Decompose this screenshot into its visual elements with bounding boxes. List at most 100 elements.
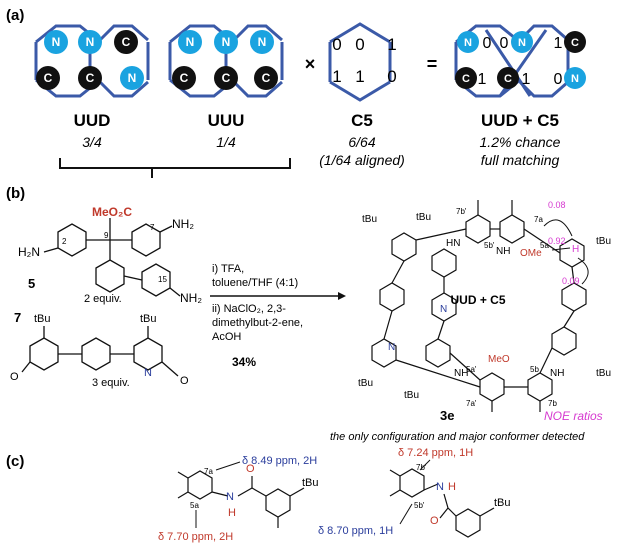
uuu-atom-c2: C [222,71,231,85]
left-fragment-n: N [226,491,234,503]
uuu-atom-n1: N [186,35,195,49]
noe-arrows [543,219,589,285]
reaction-arrowhead [338,292,346,300]
right-bottom-shift: δ 8.70 ppm, 1H [318,525,393,537]
product-tbu-4: tBu [358,378,373,389]
product-tbu-2: tBu [362,214,377,225]
right-fragment-5b-prime: 5b' [414,501,425,510]
grouping-bracket [59,158,291,178]
result-full-matching: full matching [481,152,560,168]
uud-atom-c1: C [122,35,131,49]
c5-fraction: 6/64 [348,134,375,150]
result-name: UUD + C5 [481,111,559,130]
proton-label-5b: 5b [530,365,539,374]
amine-7: NH₂ [172,217,194,231]
compound-7-number: 7 [14,310,21,325]
compound-7-aldehyde-right: O [180,375,189,387]
right-top-pointer [419,459,431,471]
c5-top-digit-2: 0 [355,35,364,54]
result-bottom-digit-3: 0 [554,71,563,88]
uuu-atom-n3: N [258,35,267,49]
product-nh-top: NH [496,246,510,257]
c5-bottom-digit-3: 0 [387,67,396,86]
compound-7-pyridine-n: N [144,367,152,379]
product-tbu-1: tBu [416,212,431,223]
left-top-shift: δ 8.49 ppm, 2H [242,455,317,467]
product-tbu-6: tBu [596,368,611,379]
product-3e-structure [371,200,587,412]
left-fragment-7a: 7a [204,467,213,476]
result-top-digit-1: 0 [483,35,492,52]
uud-atoms [36,30,144,90]
result-atoms [455,31,586,89]
uud-fraction: 3/4 [82,134,102,150]
product-pyridine-n-2: N [388,342,395,353]
product-h-noe: H [572,244,579,255]
noe-ratio-1: 0.08 [548,200,566,210]
reaction-yield: 34% [232,355,256,369]
c5-bottom-digit-1: 1 [332,67,341,86]
uuu-atom-c1: C [180,71,189,85]
fragment-right-structure [389,468,495,538]
times-sign: × [305,54,316,74]
result-top-digit-3: 1 [554,35,563,52]
product-nh-left: NH [454,368,468,379]
proton-label-7a: 7a [534,215,543,224]
result-atom-c2: C [462,73,470,85]
fragment-left-structure [177,470,305,528]
result-atom-n1: N [464,37,472,49]
result-top-digit-2: 0 [500,35,509,52]
right-fragment-h: H [448,481,456,493]
uud-name: UUD [74,111,111,130]
right-top-shift: δ 7.24 ppm, 1H [398,447,473,459]
compound-7-structure [21,326,179,377]
c5-top-digit-1: 0 [332,35,341,54]
position-7: 7 [150,223,155,232]
proton-label-5a: 5a [540,241,549,250]
result-atom-c3: C [504,73,512,85]
result-atom-n3: N [571,73,579,85]
panel-b-caption: the only configuration and major conform… [330,431,585,443]
position-15: 15 [158,275,167,284]
uuu-atom-c3: C [262,71,271,85]
right-fragment-tbu: tBu [494,497,511,509]
uud-atom-c3: C [86,71,95,85]
result-bottom-digit-1: 1 [478,71,487,88]
noe-ratio-3: 0.09 [562,276,580,286]
equals-sign: = [427,54,438,74]
result-bottom-digit-2: 1 [522,71,531,88]
position-9: 9 [104,231,109,240]
noe-ratio-2: 0.92 [548,236,566,246]
panel-c-label: (c) [6,453,24,470]
result-atom-c1: C [571,37,579,49]
uuu-fraction: 1/4 [216,134,236,150]
product-meo: MeO [488,354,510,365]
condition-step1: i) TFA, [212,263,244,275]
condition-step2c: AcOH [212,331,241,343]
left-bottom-shift: δ 7.70 ppm, 2H [158,531,233,543]
proton-label-7a-prime: 7a' [466,399,477,408]
uud-atom-c2: C [44,71,53,85]
c5-aligned: (1/64 aligned) [319,152,405,168]
compound-5-equiv: 2 equiv. [84,293,122,305]
condition-step2b: dimethylbut-2-ene, [212,317,303,329]
condition-step1b: toluene/THF (4:1) [212,277,298,289]
proton-label-7b-prime: 7b' [456,207,467,216]
uud-atom-n3: N [128,71,137,85]
c5-top-digit-3: 1 [387,35,396,54]
left-fragment-h: H [228,507,236,519]
product-number: 3e [440,408,454,423]
product-hn: HN [446,238,460,249]
right-fragment-n: N [436,481,444,493]
compound-5-structure [43,218,181,297]
panel-a-label: (a) [6,7,24,24]
right-bottom-pointer [399,503,413,525]
uuu-atoms [172,30,278,90]
proton-label-7b: 7b [548,399,557,408]
compound-7-aldehyde-left: O [10,371,19,383]
left-fragment-tbu: tBu [302,477,319,489]
product-ome: OMe [520,248,542,259]
condition-step2: ii) NaClO₂, 2,3- [212,303,286,315]
amine-2: H₂N [18,245,40,259]
